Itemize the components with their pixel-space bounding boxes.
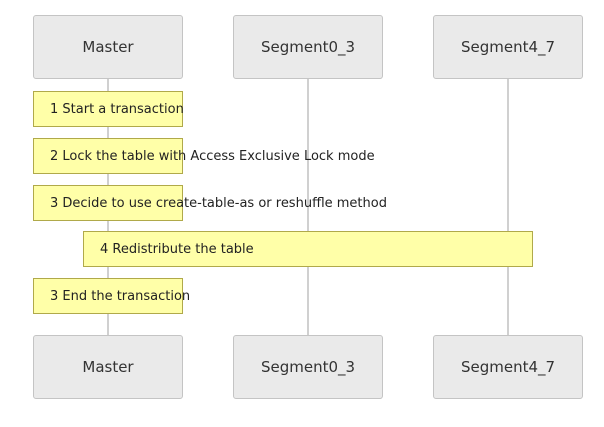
note-text: 2 Lock the table with Access Exclusive L… — [50, 148, 375, 164]
lifeline-segment0-3 — [307, 79, 309, 336]
participant-master-top: Master — [33, 15, 183, 79]
participant-label: Segment0_3 — [260, 358, 356, 376]
participant-segment4-7-bottom: Segment4_7 — [433, 335, 583, 399]
note-redistribute-table: 4 Redistribute the table — [83, 231, 533, 267]
participant-master-bottom: Master — [33, 335, 183, 399]
note-text: 3 End the transaction — [50, 288, 191, 304]
note-lock-table: 2 Lock the table with Access Exclusive L… — [33, 138, 375, 174]
note-start-transaction: 1 Start a transaction — [33, 91, 184, 127]
note-text: 1 Start a transaction — [50, 101, 184, 117]
note-text: 4 Redistribute the table — [100, 241, 254, 257]
participant-segment0-3-bottom: Segment0_3 — [233, 335, 383, 399]
participant-label: Segment4_7 — [460, 358, 556, 376]
participant-label: Master — [82, 38, 134, 56]
participant-label: Master — [82, 358, 134, 376]
note-decide-method: 3 Decide to use create-table-as or reshu… — [33, 185, 387, 221]
note-text: 3 Decide to use create-table-as or reshu… — [50, 195, 387, 211]
lifeline-segment4-7 — [507, 79, 509, 336]
participant-segment0-3-top: Segment0_3 — [233, 15, 383, 79]
participant-label: Segment0_3 — [260, 38, 356, 56]
participant-label: Segment4_7 — [460, 38, 556, 56]
participant-segment4-7-top: Segment4_7 — [433, 15, 583, 79]
note-end-transaction: 3 End the transaction — [33, 278, 190, 314]
